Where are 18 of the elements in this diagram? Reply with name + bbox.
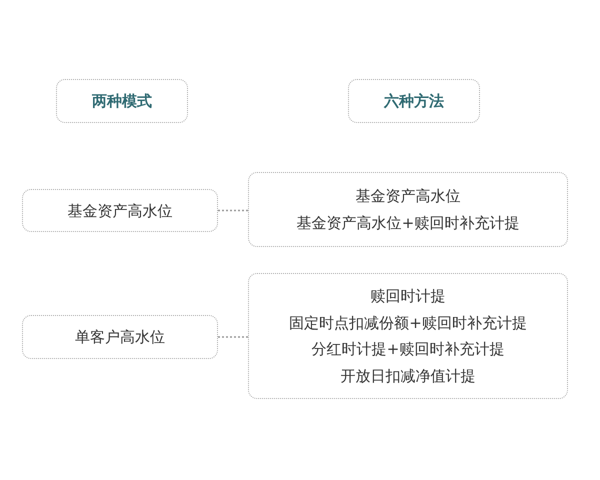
mode-label: 基金资产高水位 — [68, 200, 172, 220]
mode-box — [22, 315, 218, 359]
mode-box — [22, 189, 218, 232]
connector-line — [218, 210, 248, 212]
method-item: 分红时计提+赎回时补充计提 — [312, 339, 504, 360]
method-box — [248, 172, 568, 247]
column-heading: 六种方法 — [384, 91, 444, 111]
method-box — [248, 273, 568, 399]
connector-line — [218, 336, 248, 338]
method-item: 基金资产高水位+赎回时补充计提 — [296, 213, 520, 233]
heading-box — [348, 79, 480, 123]
method-item: 赎回时计提 — [370, 286, 446, 306]
mode-label: 单客户高水位 — [75, 327, 165, 347]
method-item: 固定时点扣减份额+赎回时补充计提 — [289, 312, 527, 333]
method-item: 开放日扣减净值计提 — [340, 366, 476, 386]
column-heading: 两种模式 — [92, 91, 152, 111]
heading-box — [56, 79, 188, 123]
method-item: 基金资产高水位 — [356, 186, 460, 206]
